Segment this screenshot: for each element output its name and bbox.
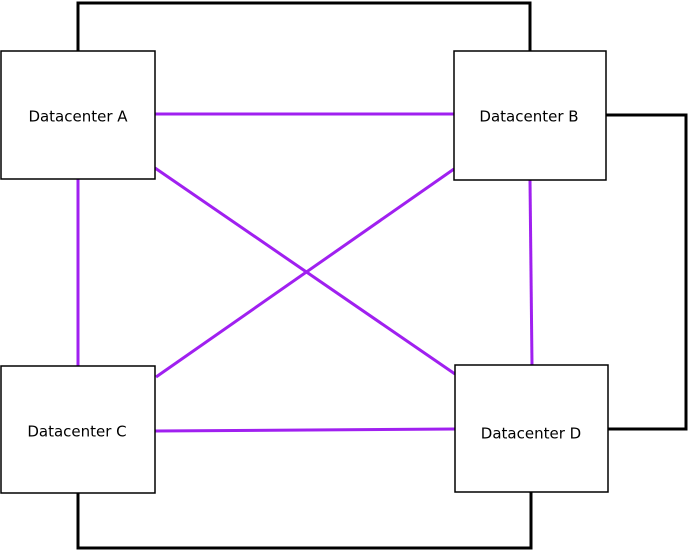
node-label: Datacenter C xyxy=(27,423,126,441)
mesh-link-c-d xyxy=(154,427,456,433)
node-box xyxy=(453,50,607,181)
node-box xyxy=(0,50,156,180)
node-datacenter-d[interactable]: Datacenter D xyxy=(454,364,609,493)
node-label: Datacenter B xyxy=(479,108,578,126)
node-label: Datacenter A xyxy=(28,108,128,126)
ring-link-b-d xyxy=(606,113,688,431)
node-box xyxy=(454,364,609,493)
mesh-links xyxy=(76,112,534,433)
node-datacenter-b[interactable]: Datacenter B xyxy=(453,50,607,181)
mesh-link-a-d xyxy=(154,166,456,376)
ring-link-a-b xyxy=(76,1,532,52)
node-label: Datacenter D xyxy=(481,425,581,443)
mesh-link-b-c xyxy=(155,167,455,379)
node-datacenter-a[interactable]: Datacenter A xyxy=(0,50,156,180)
node-datacenter-c[interactable]: Datacenter C xyxy=(0,365,156,494)
node-box xyxy=(0,365,156,494)
ring-link-d-c xyxy=(76,492,533,550)
ring-links xyxy=(76,1,688,550)
mesh-link-b-d xyxy=(528,179,534,366)
